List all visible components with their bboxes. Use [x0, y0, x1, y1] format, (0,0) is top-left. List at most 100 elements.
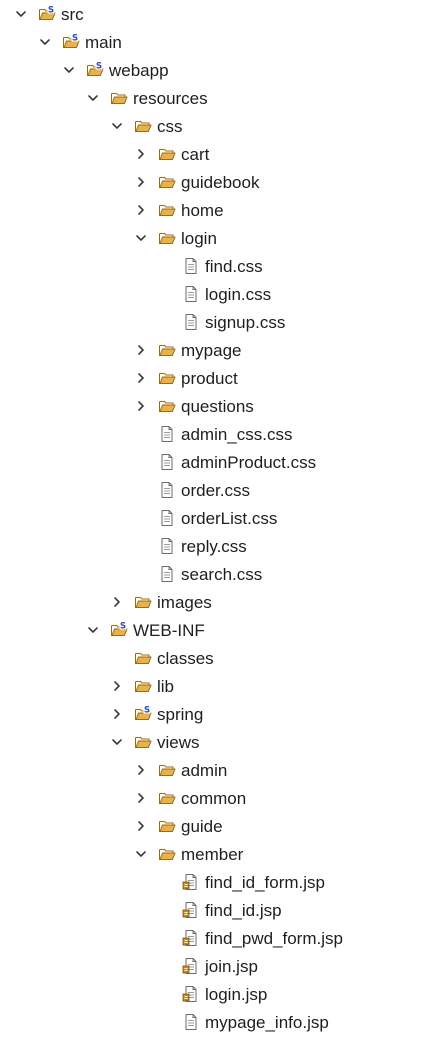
tree-item[interactable]: orderList.css [0, 505, 441, 533]
tree-item[interactable]: signup.css [0, 309, 441, 337]
folder-icon [134, 593, 152, 611]
file-icon [182, 1013, 200, 1031]
chevron-right-icon[interactable] [134, 175, 148, 189]
chevron-down-icon[interactable] [38, 35, 52, 49]
tree-item[interactable]: member [0, 841, 441, 869]
tree-item[interactable]: find_id.jsp [0, 897, 441, 925]
tree-item[interactable]: resources [0, 85, 441, 113]
tree-item-label: lib [157, 677, 175, 696]
tree-item[interactable]: reply.css [0, 533, 441, 561]
folder-icon [158, 789, 176, 807]
tree-item[interactable]: common [0, 785, 441, 813]
chevron-right-icon[interactable] [134, 371, 148, 385]
tree-item[interactable]: views [0, 729, 441, 757]
tree-item[interactable]: S WEB-INF [0, 617, 441, 645]
tree-item-label: join.jsp [205, 957, 258, 976]
tree-item[interactable]: images [0, 589, 441, 617]
chevron-right-icon[interactable] [134, 763, 148, 777]
tree-item-label: guide [181, 817, 223, 836]
tree-item-label: WEB-INF [133, 621, 205, 640]
source-folder-icon: S [134, 705, 152, 723]
tree-item-label: webapp [109, 61, 169, 80]
chevron-right-icon[interactable] [134, 399, 148, 413]
chevron-right-icon[interactable] [134, 343, 148, 357]
source-folder-icon: S [110, 621, 128, 639]
source-folder-icon: S [38, 5, 56, 23]
tree-item-label: order.css [181, 481, 250, 500]
chevron-down-icon[interactable] [110, 735, 124, 749]
tree-item-label: resources [133, 89, 208, 108]
tree-item-label: src [61, 5, 84, 24]
tree-item-label: admin [181, 761, 228, 780]
chevron-down-icon[interactable] [14, 7, 28, 21]
folder-icon [158, 145, 176, 163]
tree-item[interactable]: home [0, 197, 441, 225]
tree-item[interactable]: search.css [0, 561, 441, 589]
tree-item-label: css [157, 117, 183, 136]
tree-item[interactable]: login.css [0, 281, 441, 309]
tree-item-label: login.css [205, 285, 272, 304]
chevron-right-icon[interactable] [110, 679, 124, 693]
chevron-right-icon[interactable] [134, 147, 148, 161]
tree-item-label: adminProduct.css [181, 453, 317, 472]
tree-item-label: views [157, 733, 200, 752]
tree-item[interactable]: questions [0, 393, 441, 421]
chevron-right-icon[interactable] [110, 595, 124, 609]
tree-item[interactable]: order.css [0, 477, 441, 505]
file-icon [158, 565, 176, 583]
tree-item[interactable]: admin [0, 757, 441, 785]
tree-item[interactable]: classes [0, 645, 441, 673]
tree-item[interactable]: guide [0, 813, 441, 841]
tree-item-label: guidebook [181, 173, 260, 192]
svg-text:S: S [48, 6, 54, 16]
folder-icon [134, 649, 152, 667]
jsp-file-icon [182, 929, 200, 947]
tree-item-label: signup.css [205, 313, 286, 332]
tree-item[interactable]: mypage_info.jsp [0, 1009, 441, 1037]
chevron-down-icon[interactable] [134, 847, 148, 861]
chevron-right-icon[interactable] [110, 707, 124, 721]
tree-item-label: admin_css.css [181, 425, 293, 444]
tree-item[interactable]: adminProduct.css [0, 449, 441, 477]
tree-item[interactable]: mypage [0, 337, 441, 365]
tree-item[interactable]: find_pwd_form.jsp [0, 925, 441, 953]
tree-item-label: spring [157, 705, 204, 724]
chevron-right-icon[interactable] [134, 203, 148, 217]
svg-text:S: S [144, 706, 150, 716]
tree-item[interactable]: cart [0, 141, 441, 169]
tree-item-label: classes [157, 649, 214, 668]
tree-item-label: orderList.css [181, 509, 278, 528]
tree-item-label: product [181, 369, 238, 388]
chevron-down-icon[interactable] [86, 623, 100, 637]
tree-item[interactable]: join.jsp [0, 953, 441, 981]
tree-item-label: main [85, 33, 122, 52]
tree-item[interactable]: login.jsp [0, 981, 441, 1009]
tree-item-label: mypage [181, 341, 242, 360]
chevron-right-icon[interactable] [134, 819, 148, 833]
tree-item[interactable]: guidebook [0, 169, 441, 197]
tree-item[interactable]: find.css [0, 253, 441, 281]
chevron-down-icon[interactable] [110, 119, 124, 133]
file-icon [158, 481, 176, 499]
open-folder-icon [158, 845, 176, 863]
tree-item[interactable]: css [0, 113, 441, 141]
source-folder-icon: S [62, 33, 80, 51]
tree-item[interactable]: lib [0, 673, 441, 701]
tree-item[interactable]: find_id_form.jsp [0, 869, 441, 897]
chevron-down-icon[interactable] [62, 63, 76, 77]
tree-item-label: find.css [205, 257, 263, 276]
chevron-right-icon[interactable] [134, 791, 148, 805]
tree-item[interactable]: login [0, 225, 441, 253]
tree-item-label: images [157, 593, 212, 612]
chevron-down-icon[interactable] [134, 231, 148, 245]
tree-item[interactable]: admin_css.css [0, 421, 441, 449]
chevron-down-icon[interactable] [86, 91, 100, 105]
folder-icon [158, 173, 176, 191]
tree-item[interactable]: product [0, 365, 441, 393]
tree-item-label: home [181, 201, 224, 220]
